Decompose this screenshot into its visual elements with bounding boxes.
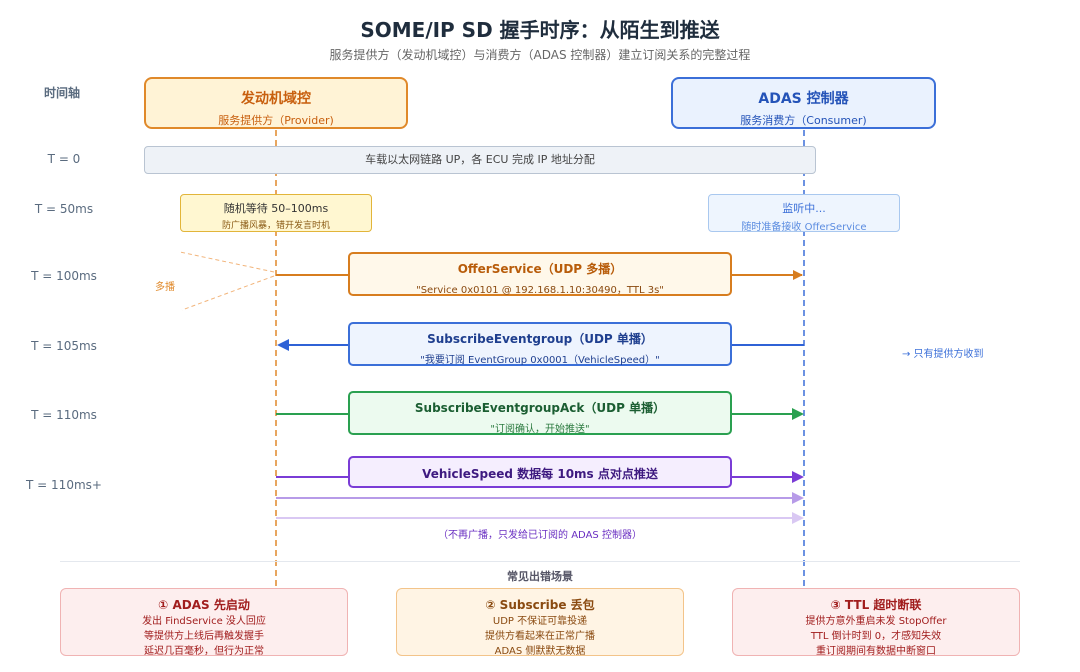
provider-role: 服务提供方（Provider): [218, 114, 334, 127]
offer-detail: "Service 0x0101 @ 192.168.1.10:30490，TTL…: [416, 285, 664, 296]
error-card-line: 延迟几百毫秒，但行为正常: [144, 646, 264, 657]
error-card-line: 重订阅期间有数据中断窗口: [816, 646, 936, 657]
provider-box: 发动机域控 服务提供方（Provider): [144, 77, 408, 129]
error-card-title: ② Subscribe 丢包: [485, 598, 595, 612]
error-card-line: UDP 不保证可靠投递: [492, 616, 588, 627]
error-card-title: ① ADAS 先启动: [158, 598, 250, 612]
subscribe-message: SubscribeEventgroup（UDP 单播） "我要订阅 EventG…: [348, 322, 732, 366]
subscribe-ack-message: SubscribeEventgroupAck（UDP 单播） "订阅确认，开始推…: [348, 391, 732, 435]
wait-line-2: 防广播风暴，错开发言时机: [221, 221, 330, 231]
multicast-ray-lower: [181, 275, 275, 311]
provider-name: 发动机域控: [241, 91, 311, 107]
provider-wait-box: 随机等待 50–100ms 防广播风暴，错开发言时机: [180, 194, 372, 232]
timeline-axis-label: 时间轴: [44, 86, 81, 100]
vehicle-speed-message: VehicleSpeed 数据每 10ms 点对点推送: [348, 456, 732, 488]
time-label-t50: T = 50ms: [34, 202, 94, 216]
consumer-listen-box: 监听中... 随时准备接收 OfferService: [708, 194, 900, 233]
error-card-subscribe-loss: ② Subscribe 丢包 UDP 不保证可靠投递 提供方看起来在正常广播 A…: [396, 588, 684, 657]
consumer-box: ADAS 控制器 服务消费方（Consumer): [671, 77, 936, 129]
speed-title: VehicleSpeed 数据每 10ms 点对点推送: [422, 467, 658, 481]
link-up-bar: 车载以太网链路 UP，各 ECU 完成 IP 地址分配: [144, 146, 816, 174]
error-card-line: 发出 FindService 没人回应: [142, 616, 266, 627]
no-broadcast-note: （不再广播，只发给已订阅的 ADAS 控制器）: [438, 530, 642, 541]
error-card-line: TTL 倒计时到 0，才感知失效: [810, 631, 942, 642]
ack-detail: "订阅确认，开始推送": [490, 424, 590, 435]
section-divider: [60, 561, 1020, 562]
multicast-ray-upper: [179, 251, 275, 273]
only-provider-note: → 只有提供方收到: [902, 349, 984, 360]
error-card-ttl-timeout: ③ TTL 超时断联 提供方意外重启未发 StopOffer TTL 倒计时到 …: [732, 588, 1020, 657]
error-card-line: 等提供方上线后再触发握手: [144, 631, 264, 642]
time-label-t0: T = 0: [47, 152, 81, 166]
offer-service-message: OfferService（UDP 多播） "Service 0x0101 @ 1…: [348, 252, 732, 296]
offer-title: OfferService（UDP 多播）: [457, 262, 623, 276]
time-label-t100: T = 100ms: [31, 269, 97, 283]
time-label-t110: T = 110ms: [31, 408, 97, 422]
consumer-name: ADAS 控制器: [758, 91, 849, 107]
error-card-line: 提供方看起来在正常广播: [485, 631, 595, 642]
subscribe-title: SubscribeEventgroup（UDP 单播）: [427, 332, 653, 346]
error-section-header: 常见出错场景: [507, 570, 573, 583]
error-card-title: ③ TTL 超时断联: [830, 598, 922, 612]
error-card-line: ADAS 侧默默无数据: [494, 646, 586, 657]
time-label-t110plus: T = 110ms+: [26, 478, 102, 492]
diagram-subtitle: 服务提供方（发动机域控）与消费方（ADAS 控制器）建立订阅关系的完整过程: [329, 48, 751, 62]
wait-line-1: 随机等待 50–100ms: [223, 202, 329, 215]
listen-line-2: 随时准备接收 OfferService: [741, 222, 867, 233]
diagram-title: SOME/IP SD 握手时序：从陌生到推送: [360, 18, 720, 42]
consumer-role: 服务消费方（Consumer): [740, 114, 867, 127]
subscribe-detail: "我要订阅 EventGroup 0x0001（VehicleSpeed）": [420, 355, 660, 366]
error-card-adas-first: ① ADAS 先启动 发出 FindService 没人回应 等提供方上线后再触…: [60, 588, 348, 657]
multicast-label: 多播: [155, 282, 175, 293]
error-card-line: 提供方意外重启未发 StopOffer: [805, 616, 947, 627]
time-label-t105: T = 105ms: [31, 339, 97, 353]
ack-title: SubscribeEventgroupAck（UDP 单播）: [414, 401, 666, 415]
listen-line-1: 监听中...: [782, 202, 826, 215]
